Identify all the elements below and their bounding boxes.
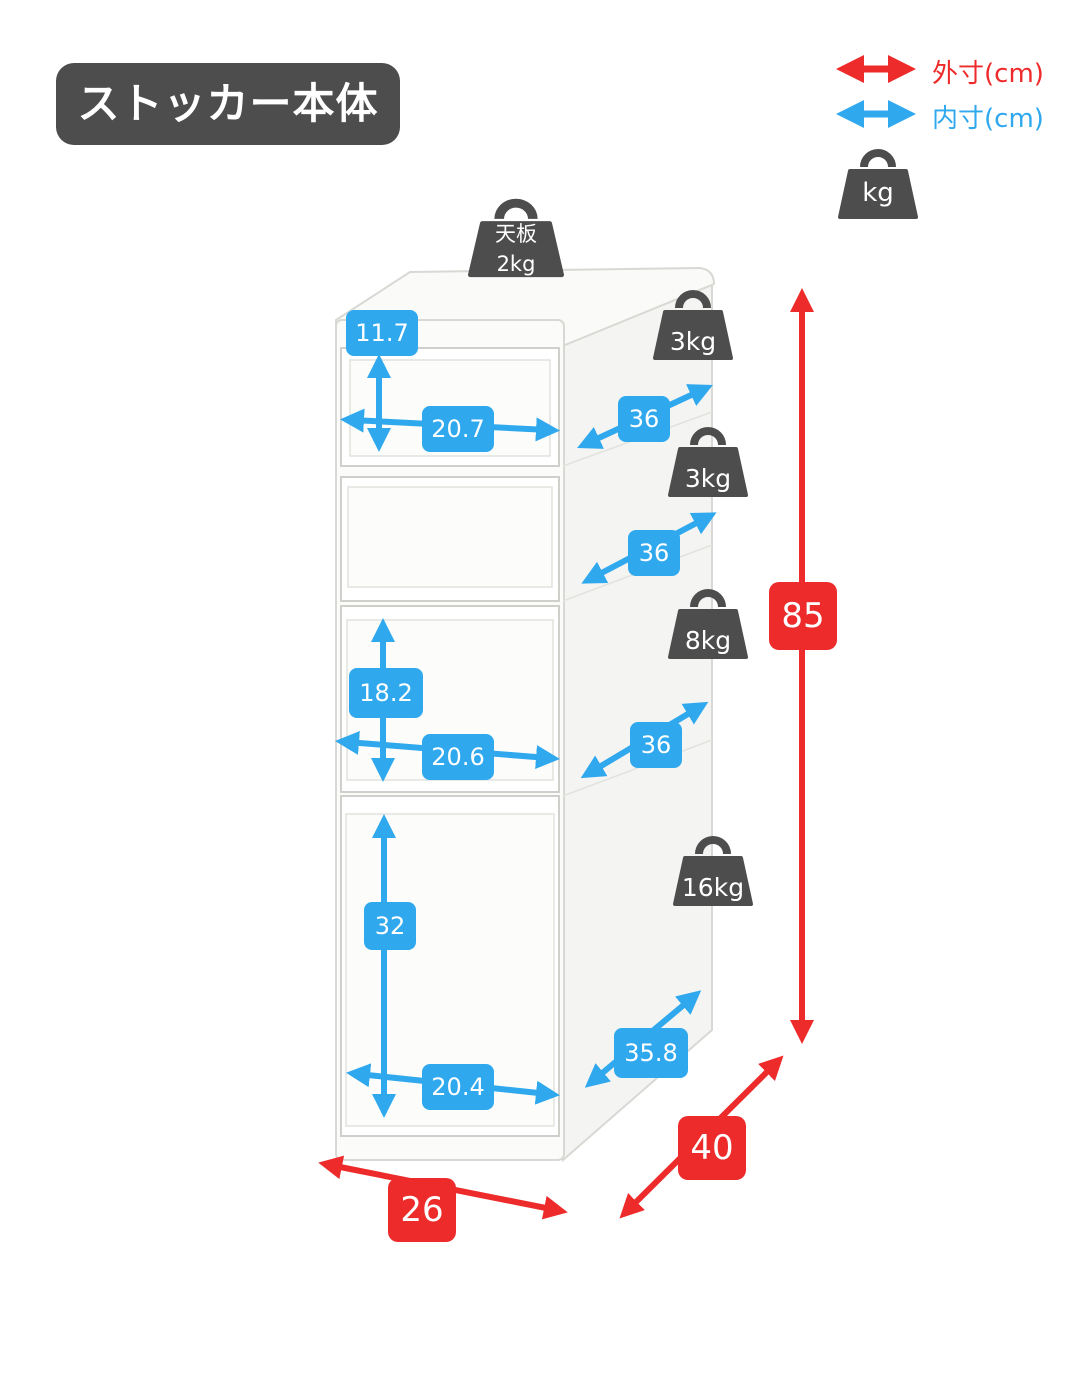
outer-depth-label: 40 [678,1116,746,1180]
top-weight-line2: 2kg [496,252,536,276]
drawer1-height-label: 11.7 [346,310,418,356]
drawer3-weight-label: 8kg [684,626,732,655]
drawer4-width-label: 20.4 [422,1064,494,1110]
drawer3-depth-label: 36 [630,722,682,768]
drawer1-width-label: 20.7 [422,406,494,452]
drawer1-depth-label: 36 [618,396,670,442]
top-weight-line1: 天板 [495,222,537,246]
legend-inner-label: 内寸(cm) [932,104,1044,134]
legend-weight-label: kg [862,178,894,208]
drawer3-width-label: 20.6 [422,734,494,780]
drawer2-weight-label: 3kg [684,464,732,493]
drawer2-depth-label: 36 [628,530,680,576]
drawer4-depth-label: 35.8 [614,1028,688,1078]
top-weight-label: 天板 2kg [472,219,560,279]
drawer4-weight-label: 16kg [681,873,745,902]
drawer1-weight-label: 3kg [669,327,717,356]
drawer4-height-label: 32 [364,902,416,950]
legend-outer-label: 外寸(cm) [932,59,1044,89]
outer-width-label: 26 [388,1178,456,1242]
outer-height-label: 85 [769,582,837,650]
page-title: ストッカー本体 [56,63,400,145]
drawer3-height-label: 18.2 [349,668,423,718]
